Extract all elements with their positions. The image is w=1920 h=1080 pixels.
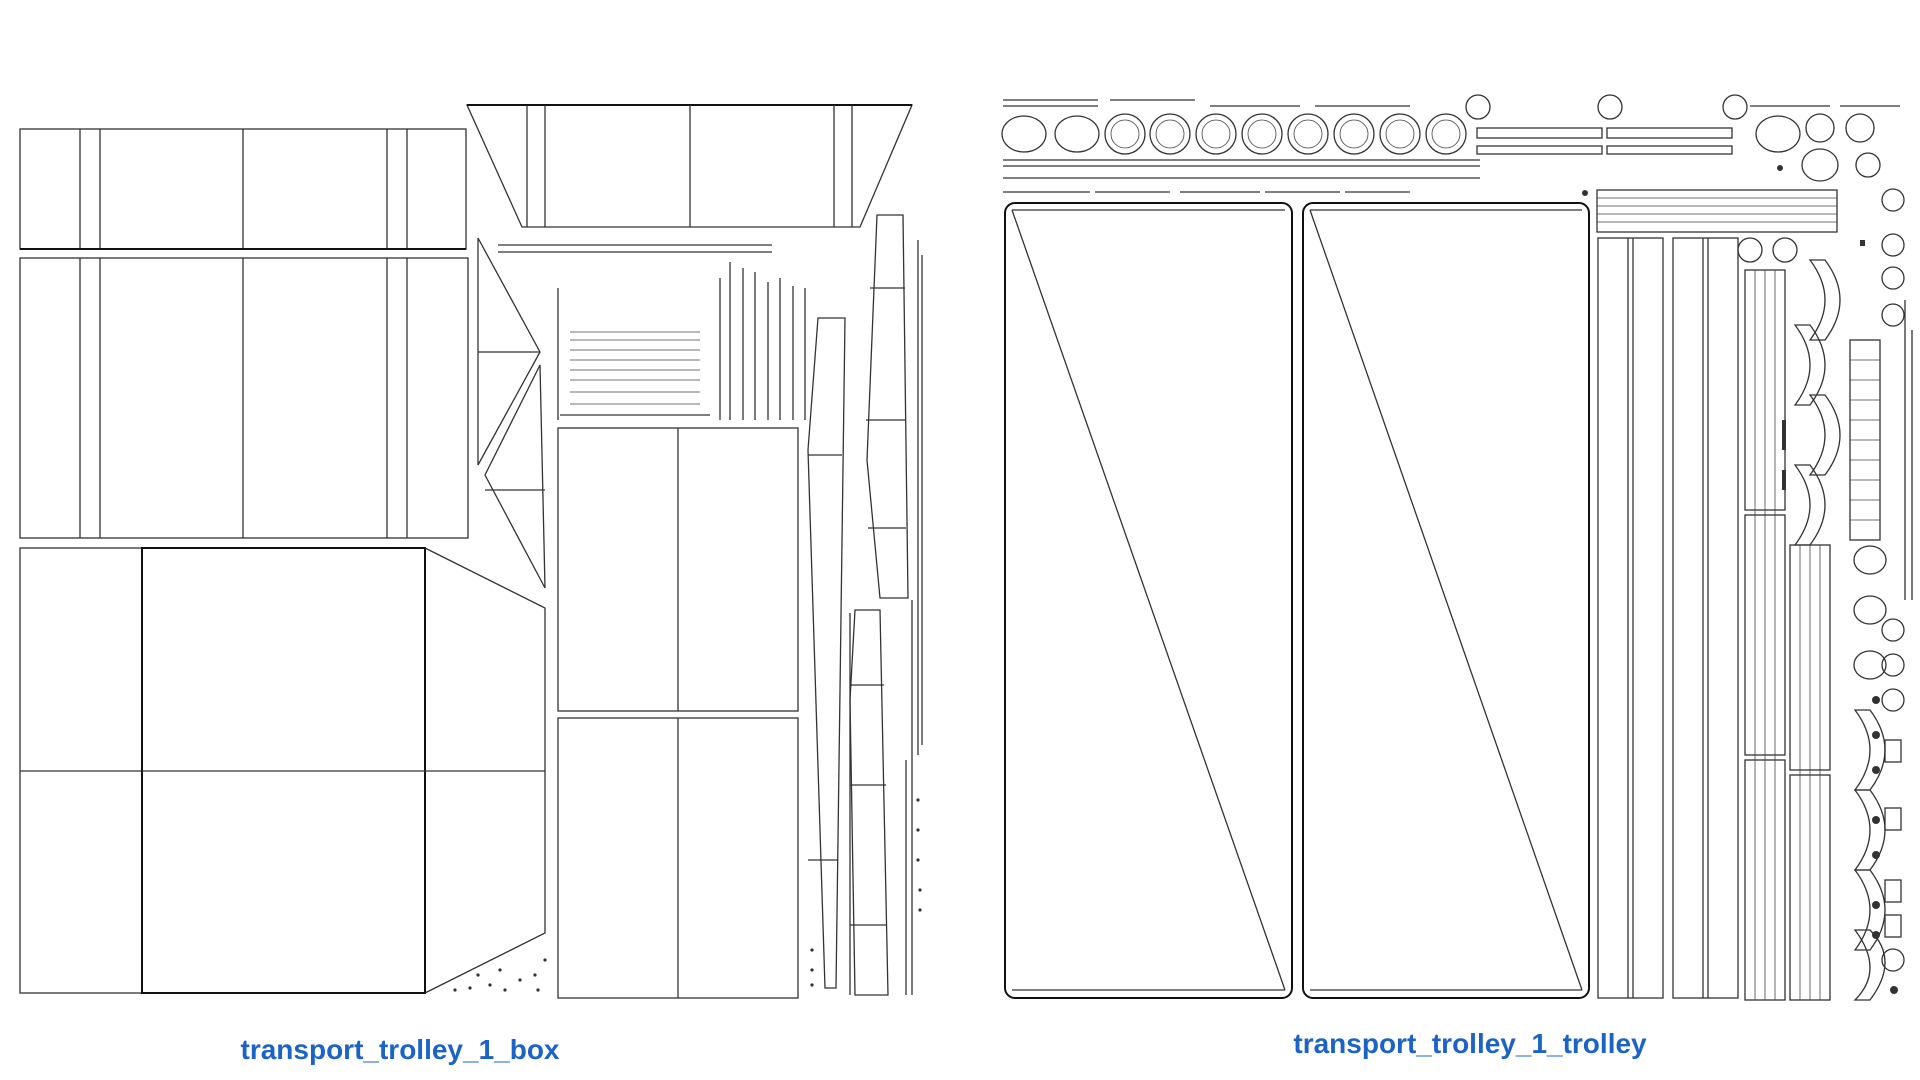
caption-box-map: transport_trolley_1_box	[240, 1034, 560, 1065]
uv-island-box-side-panel	[19, 257, 469, 539]
uv-island-box-flaps	[477, 237, 546, 589]
uv-layout-box	[19, 104, 923, 999]
uv-island-box-dots	[453, 798, 922, 992]
uv-island-box-front	[557, 427, 799, 999]
uv-island-box-top-panel	[19, 128, 467, 250]
uv-island-box-rails	[557, 262, 806, 420]
uv-map-box	[0, 0, 940, 1010]
uv-island-box-lid	[465, 104, 913, 228]
uv-island-box-strips	[498, 244, 772, 416]
uv-island-trolley-frame	[1597, 237, 1739, 999]
uv-island-box-bottom	[19, 547, 546, 994]
uv-island-trolley-top-lines	[1003, 99, 1900, 193]
uv-island-trolley-wheels	[1001, 94, 1881, 182]
uv-map-trolley	[990, 0, 1920, 1010]
uv-island-box-edges	[807, 214, 923, 996]
uv-island-trolley-handles	[1793, 259, 1887, 1001]
caption-trolley-map: transport_trolley_1_trolley	[1293, 1028, 1647, 1059]
uv-island-trolley-deck-1	[1004, 202, 1293, 999]
uv-layout-trolley	[1001, 94, 1913, 1001]
uv-island-trolley-fittings	[1582, 165, 1913, 994]
uv-island-trolley-grates	[1744, 269, 1831, 1001]
uv-island-trolley-bars	[1476, 127, 1838, 233]
uv-island-trolley-deck-2	[1302, 202, 1590, 999]
